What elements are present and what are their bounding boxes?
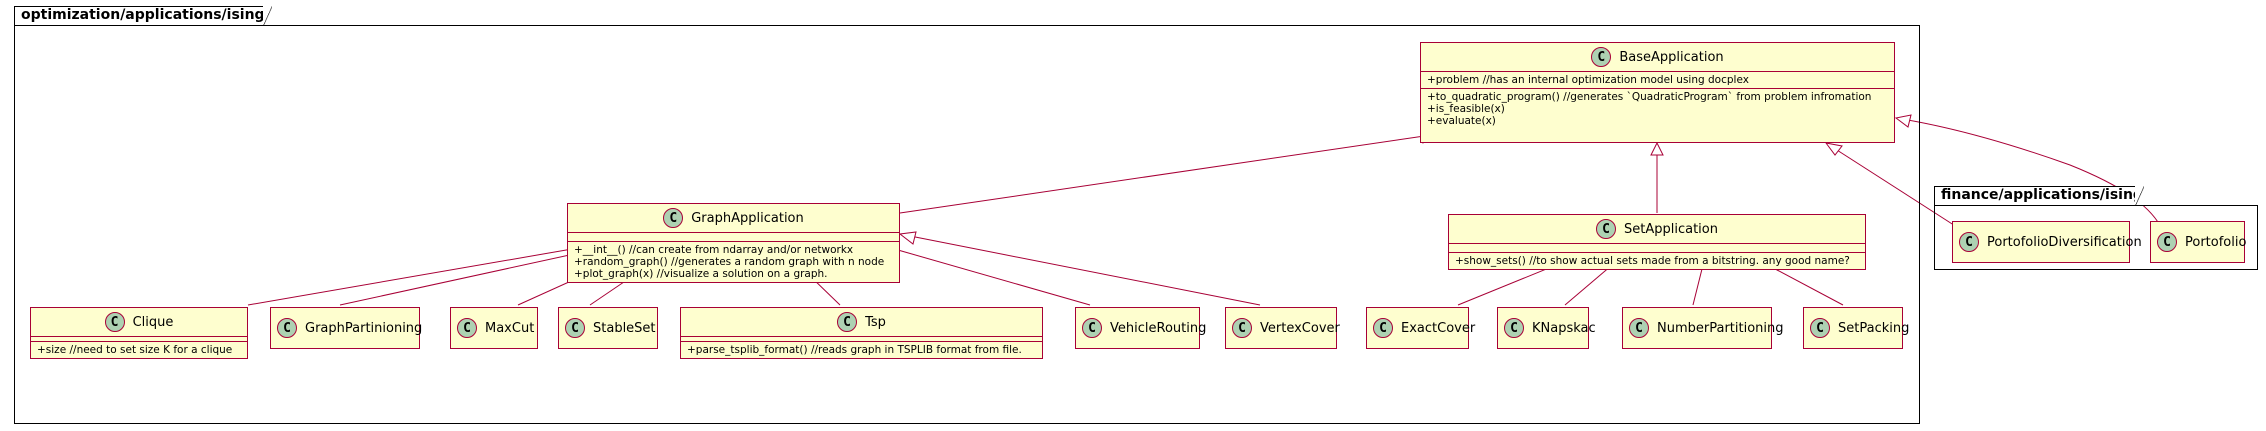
class-fields-empty bbox=[568, 233, 899, 241]
class-header: C ExactCover bbox=[1367, 308, 1475, 348]
class-base-application[interactable]: C BaseApplication +problem //has an inte… bbox=[1420, 42, 1895, 143]
class-stereotype-icon: C bbox=[457, 318, 477, 338]
class-name: VehicleRouting bbox=[1110, 320, 1207, 336]
class-exact-cover[interactable]: C ExactCover bbox=[1366, 307, 1475, 349]
arrowhead-base-set bbox=[1650, 141, 1664, 156]
class-name: PortofolioDiversification bbox=[1987, 234, 2142, 250]
class-header: C BaseApplication bbox=[1421, 43, 1894, 71]
class-portofolio-diversification[interactable]: C PortofolioDiversification bbox=[1952, 221, 2142, 263]
class-stereotype-icon: C bbox=[1810, 318, 1830, 338]
package-tab-ising: optimization/applications/ising bbox=[14, 5, 272, 26]
class-set-packing[interactable]: C SetPacking bbox=[1803, 307, 1909, 349]
class-methods: +show_sets() //to show actual sets made … bbox=[1449, 253, 1865, 269]
class-name: KNapskac bbox=[1532, 320, 1596, 336]
package-finance bbox=[1934, 205, 2258, 270]
field: +problem //has an internal optimization … bbox=[1427, 74, 1749, 86]
class-methods: +size //need to set size K for a clique bbox=[31, 342, 247, 358]
class-stereotype-icon: C bbox=[1596, 219, 1616, 239]
arrowhead-graph-vertex bbox=[898, 231, 917, 245]
class-methods: +parse_tsplib_format() //reads graph in … bbox=[681, 342, 1042, 358]
class-tsp[interactable]: C Tsp +parse_tsplib_format() //reads gra… bbox=[680, 307, 1043, 359]
class-stereotype-icon: C bbox=[1232, 318, 1252, 338]
class-header: C GraphPartinioning bbox=[271, 308, 423, 348]
method: +size //need to set size K for a clique bbox=[37, 344, 233, 356]
class-stereotype-icon: C bbox=[1504, 318, 1524, 338]
class-name: ExactCover bbox=[1401, 320, 1476, 336]
class-name: StableSet bbox=[593, 320, 656, 336]
class-stableset[interactable]: C StableSet bbox=[558, 307, 658, 349]
arrowhead-base-port bbox=[1894, 114, 1912, 128]
class-name: NumberPartitioning bbox=[1657, 320, 1784, 336]
class-stereotype-icon: C bbox=[277, 318, 297, 338]
class-header: C StableSet bbox=[559, 308, 657, 348]
class-header: C VertexCover bbox=[1226, 308, 1340, 348]
class-name: MaxCut bbox=[485, 320, 535, 336]
class-header: C MaxCut bbox=[451, 308, 537, 348]
class-name: SetPacking bbox=[1838, 320, 1910, 336]
method: +evaluate(x) bbox=[1427, 115, 1496, 127]
class-name: SetApplication bbox=[1624, 221, 1718, 237]
class-header: C SetApplication bbox=[1449, 215, 1865, 243]
class-header: C GraphApplication bbox=[568, 204, 899, 232]
method: +__int__() //can create from ndarray and… bbox=[574, 244, 854, 256]
class-header: C VehicleRouting bbox=[1076, 308, 1206, 348]
class-stereotype-icon: C bbox=[104, 312, 125, 332]
method: +plot_graph(x) //visualize a solution on… bbox=[574, 268, 828, 280]
class-header: C Tsp bbox=[681, 308, 1042, 336]
class-header: C SetPacking bbox=[1804, 308, 1909, 348]
class-knapskac[interactable]: C KNapskac bbox=[1497, 307, 1596, 349]
method: +show_sets() //to show actual sets made … bbox=[1455, 255, 1850, 267]
class-vehicle-routing[interactable]: C VehicleRouting bbox=[1075, 307, 1206, 349]
package-label-finance: finance/applications/ising bbox=[1941, 187, 2143, 203]
class-name: Clique bbox=[132, 314, 174, 330]
class-stereotype-icon: C bbox=[663, 208, 684, 228]
class-maxcut[interactable]: C MaxCut bbox=[450, 307, 538, 349]
method: +parse_tsplib_format() //reads graph in … bbox=[687, 344, 1022, 356]
class-stereotype-icon: C bbox=[1082, 318, 1102, 338]
class-set-application[interactable]: C SetApplication +show_sets() //to show … bbox=[1448, 214, 1866, 270]
class-header: C PortofolioDiversification bbox=[1953, 222, 2142, 262]
class-fields-empty bbox=[1449, 244, 1865, 252]
class-name: VertexCover bbox=[1260, 320, 1340, 336]
class-name: GraphPartinioning bbox=[305, 320, 423, 336]
class-number-partitioning[interactable]: C NumberPartitioning bbox=[1622, 307, 1784, 349]
class-stereotype-icon: C bbox=[2157, 232, 2177, 252]
package-label-ising: optimization/applications/ising bbox=[21, 7, 265, 23]
class-stereotype-icon: C bbox=[1591, 47, 1612, 67]
edge-vertex-to-graph bbox=[899, 233, 1261, 306]
class-header: C Clique bbox=[31, 308, 247, 336]
class-stereotype-icon: C bbox=[1629, 318, 1649, 338]
edge-clique-to-graph bbox=[247, 243, 602, 306]
package-tab-finance: finance/applications/ising bbox=[1934, 185, 2144, 206]
class-methods: +__int__() //can create from ndarray and… bbox=[568, 242, 899, 282]
class-name: Tsp bbox=[865, 314, 886, 330]
class-name: GraphApplication bbox=[691, 210, 804, 226]
class-graph-partinioning[interactable]: C GraphPartinioning bbox=[270, 307, 423, 349]
class-stereotype-icon: C bbox=[837, 312, 858, 332]
edge-graph-to-base bbox=[899, 133, 1439, 214]
class-name: Portofolio bbox=[2185, 234, 2247, 250]
method: +random_graph() //generates a random gra… bbox=[574, 256, 885, 268]
class-name: BaseApplication bbox=[1619, 49, 1724, 65]
edge-vehicle-to-graph bbox=[876, 243, 1091, 306]
class-header: C Portofolio bbox=[2151, 222, 2247, 262]
method: +is_feasible(x) bbox=[1427, 103, 1505, 115]
class-graph-application[interactable]: C GraphApplication +__int__() //can crea… bbox=[567, 203, 900, 283]
class-clique[interactable]: C Clique +size //need to set size K for … bbox=[30, 307, 248, 359]
class-stereotype-icon: C bbox=[1959, 232, 1979, 252]
class-header: C KNapskac bbox=[1498, 308, 1596, 348]
method: +to_quadratic_program() //generates `Qua… bbox=[1427, 91, 1872, 103]
class-fields: +problem //has an internal optimization … bbox=[1421, 72, 1894, 88]
class-stereotype-icon: C bbox=[1373, 318, 1393, 338]
class-header: C NumberPartitioning bbox=[1623, 308, 1784, 348]
edge-portdiv-to-base bbox=[1825, 142, 1961, 230]
arrowhead-base-portdiv bbox=[1824, 142, 1843, 156]
class-stereotype-icon: C bbox=[565, 318, 585, 338]
package-ising bbox=[14, 25, 1920, 424]
class-portofolio[interactable]: C Portofolio bbox=[2150, 221, 2247, 263]
class-vertex-cover[interactable]: C VertexCover bbox=[1225, 307, 1340, 349]
class-methods: +to_quadratic_program() //generates `Qua… bbox=[1421, 89, 1894, 129]
